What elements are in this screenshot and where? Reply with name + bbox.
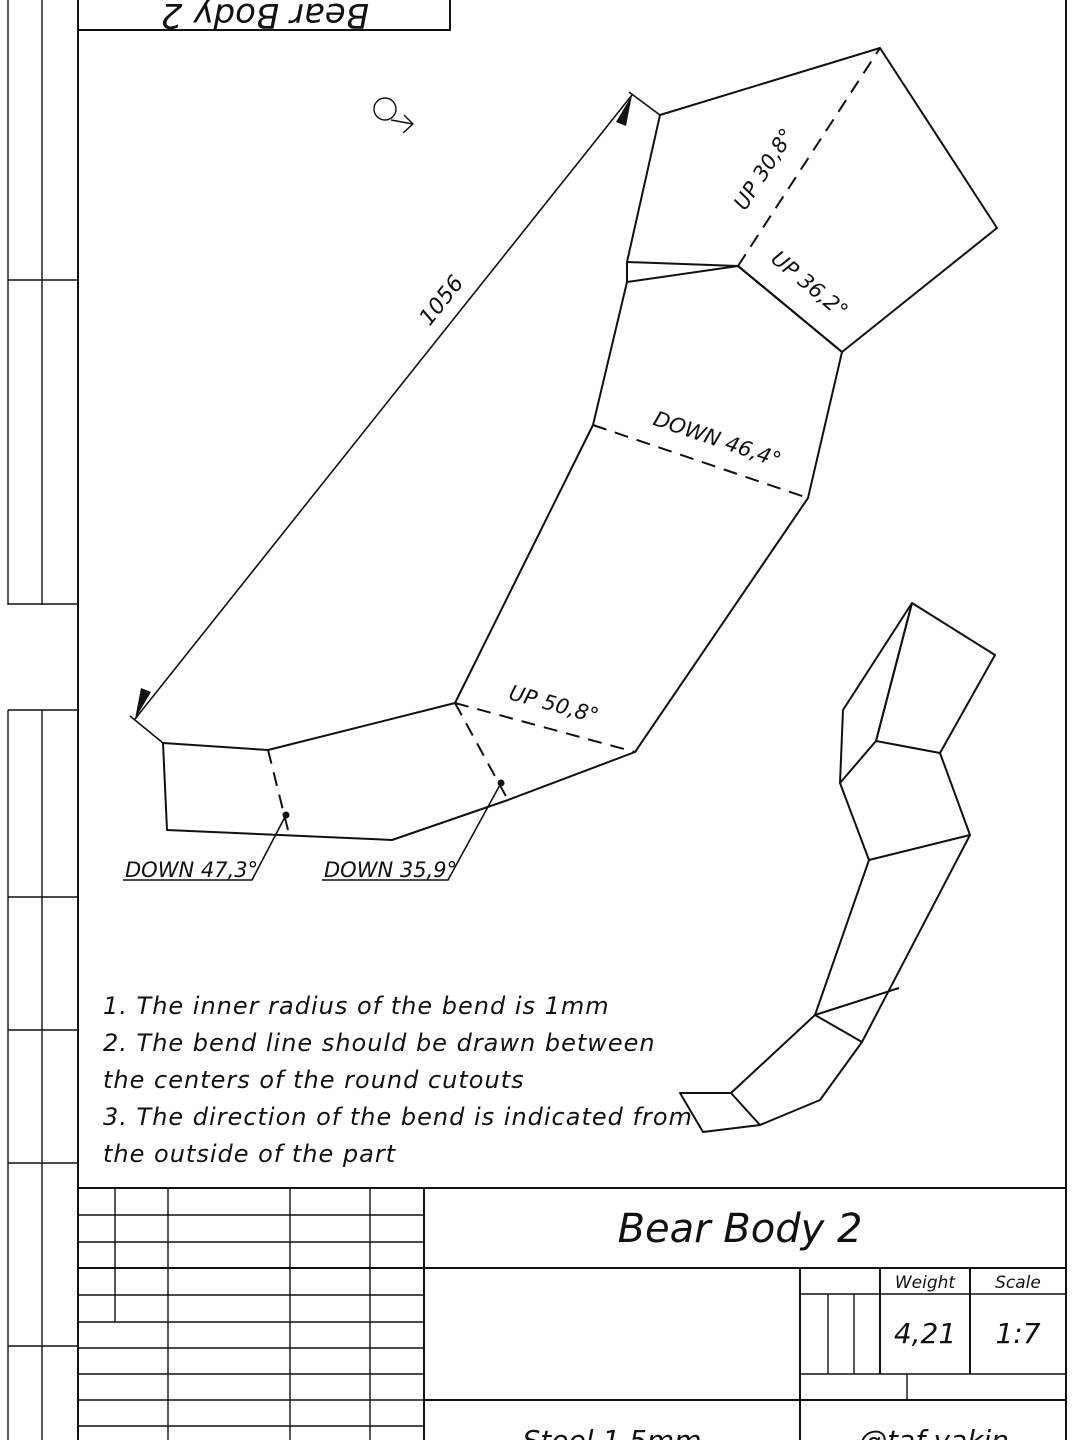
bend-line-leg-b bbox=[267, 749, 289, 831]
bend-label-up-50-8: UP 50,8° bbox=[506, 681, 601, 728]
dimension-arrow-icon bbox=[616, 95, 632, 126]
weight-value: 4,21 bbox=[894, 1317, 956, 1350]
bend-label-up-30-8: UP 30,8° bbox=[729, 124, 799, 214]
note-line-1: 1. The inner radius of the bend is 1mm bbox=[103, 992, 610, 1020]
dimension-arrow-icon bbox=[135, 688, 151, 719]
left-margin-strip bbox=[7, 0, 79, 1440]
bend-line-hip bbox=[454, 702, 636, 753]
weight-label: Weight bbox=[895, 1273, 957, 1293]
bend-label-down-35-9: DOWN 35,9° bbox=[324, 858, 457, 882]
scale-value: 1:7 bbox=[995, 1317, 1040, 1350]
bend-label-down-46-4: DOWN 46,4° bbox=[650, 407, 784, 473]
dimension-length: 1056 bbox=[415, 271, 469, 330]
title-block: Bear Body 2 Weight Scale 4,21 1:7 Steel … bbox=[78, 1187, 1066, 1440]
note-line-2: 2. The bend line should be drawn between bbox=[103, 1029, 656, 1057]
projection-symbol-icon bbox=[373, 97, 415, 134]
note-line-4: 3. The direction of the bend is indicate… bbox=[103, 1103, 693, 1131]
leader-down-47-3: DOWN 47,3° bbox=[123, 814, 287, 882]
panel-head bbox=[626, 47, 998, 353]
bend-label-up-36-2: UP 36,2° bbox=[766, 246, 852, 323]
note-line-5: the outside of the part bbox=[103, 1140, 397, 1168]
header-stamp: Bear Body 2 bbox=[78, 0, 451, 35]
scale-label: Scale bbox=[995, 1273, 1041, 1293]
bend-label-down-47-3: DOWN 47,3° bbox=[125, 858, 258, 882]
revision-grid bbox=[78, 1188, 424, 1440]
flat-pattern bbox=[162, 47, 998, 841]
drawing-title: Bear Body 2 bbox=[618, 1206, 863, 1252]
isometric-view bbox=[679, 602, 996, 1133]
pattern-outline bbox=[162, 262, 843, 841]
header-stamp-text: Bear Body 2 bbox=[161, 0, 369, 35]
bend-line-head-a bbox=[737, 47, 881, 267]
material-text: Steel 1.5mm bbox=[523, 1424, 702, 1440]
overall-dimension: 1056 bbox=[129, 91, 661, 744]
weight-scale-table: Weight Scale 4,21 1:7 bbox=[800, 1268, 1066, 1400]
leader-down-35-9: DOWN 35,9° bbox=[322, 782, 502, 882]
author-text: @taf.yakin bbox=[859, 1424, 1009, 1440]
notes: 1. The inner radius of the bend is 1mm 2… bbox=[103, 992, 693, 1168]
note-line-3: the centers of the round cutouts bbox=[103, 1066, 525, 1094]
bend-line-body bbox=[592, 424, 809, 499]
